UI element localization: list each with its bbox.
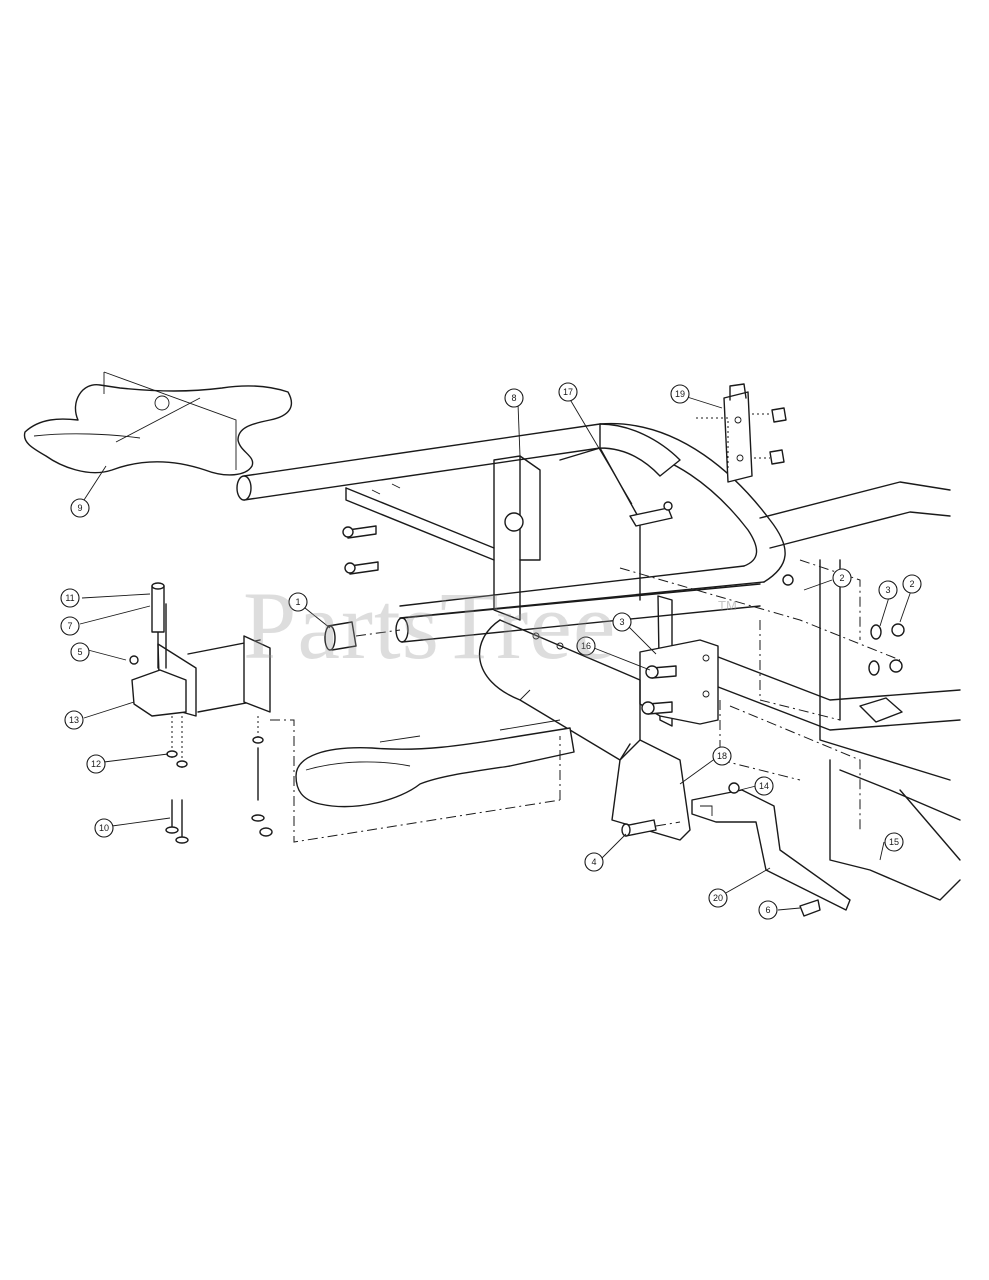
callout-7[interactable]: 7	[60, 616, 80, 636]
hand-bracket	[696, 383, 787, 483]
seat-plate	[23, 371, 293, 476]
foot-rest-bracket	[691, 782, 851, 917]
callout-13[interactable]: 13	[64, 710, 84, 730]
svg-text:16: 16	[581, 641, 591, 651]
callout-1[interactable]: 1	[288, 592, 308, 612]
callout-2b[interactable]: 2	[902, 574, 922, 594]
caster-hardware	[165, 716, 561, 844]
svg-text:11: 11	[65, 593, 74, 603]
svg-text:17: 17	[563, 387, 573, 397]
caster-assembly	[129, 582, 271, 717]
leader-lines	[79, 395, 913, 911]
center-post	[345, 455, 541, 621]
callout-20[interactable]: 20	[708, 888, 728, 908]
callout-14[interactable]: 14	[754, 776, 774, 796]
callout-10[interactable]: 10	[94, 818, 114, 838]
foot-rest-arm	[478, 619, 691, 841]
callout-6[interactable]: 6	[758, 900, 778, 920]
callout-2a[interactable]: 2	[832, 568, 852, 588]
svg-text:13: 13	[69, 715, 79, 725]
foot-plate	[295, 719, 575, 808]
svg-text:3: 3	[619, 617, 624, 627]
svg-text:7: 7	[67, 621, 72, 631]
watermark-trademark: TM	[718, 598, 737, 613]
callout-3b[interactable]: 3	[612, 612, 632, 632]
svg-text:15: 15	[889, 837, 899, 847]
svg-text:4: 4	[591, 857, 596, 867]
svg-text:20: 20	[713, 893, 723, 903]
svg-text:1: 1	[295, 597, 300, 607]
svg-text:6: 6	[765, 905, 770, 915]
svg-text:14: 14	[759, 781, 769, 791]
svg-text:8: 8	[511, 393, 516, 403]
callout-4[interactable]: 4	[584, 852, 604, 872]
callout-18[interactable]: 18	[712, 746, 732, 766]
callout-3a[interactable]: 3	[878, 580, 898, 600]
callout-12[interactable]: 12	[86, 754, 106, 774]
pivot-bracket	[639, 595, 719, 727]
handle-tube	[236, 422, 786, 643]
bolts-center-left	[342, 525, 379, 575]
callout-11[interactable]: 11	[60, 588, 80, 608]
nuts-right	[782, 574, 905, 723]
callout-16[interactable]: 16	[576, 636, 596, 656]
callout-19[interactable]: 19	[670, 384, 690, 404]
svg-text:2: 2	[839, 573, 844, 583]
callout-15[interactable]: 15	[884, 832, 904, 852]
svg-text:19: 19	[675, 389, 685, 399]
bolt-4	[621, 819, 681, 837]
svg-text:5: 5	[77, 647, 82, 657]
callout-9[interactable]: 9	[70, 498, 90, 518]
svg-text:12: 12	[91, 759, 101, 769]
callout-8[interactable]: 8	[504, 388, 524, 408]
svg-text:3: 3	[885, 585, 890, 595]
svg-text:2: 2	[909, 579, 914, 589]
callout-17[interactable]: 17	[558, 382, 578, 402]
callouts: 9 8 17 19 2 3 2 11 7 5 1 3 16 13 12 10 1…	[60, 382, 922, 920]
svg-text:10: 10	[99, 823, 109, 833]
svg-text:9: 9	[77, 503, 82, 513]
bushing	[324, 621, 401, 651]
callout-5[interactable]: 5	[70, 642, 90, 662]
cross-bolt	[629, 501, 673, 527]
svg-text:18: 18	[717, 751, 727, 761]
